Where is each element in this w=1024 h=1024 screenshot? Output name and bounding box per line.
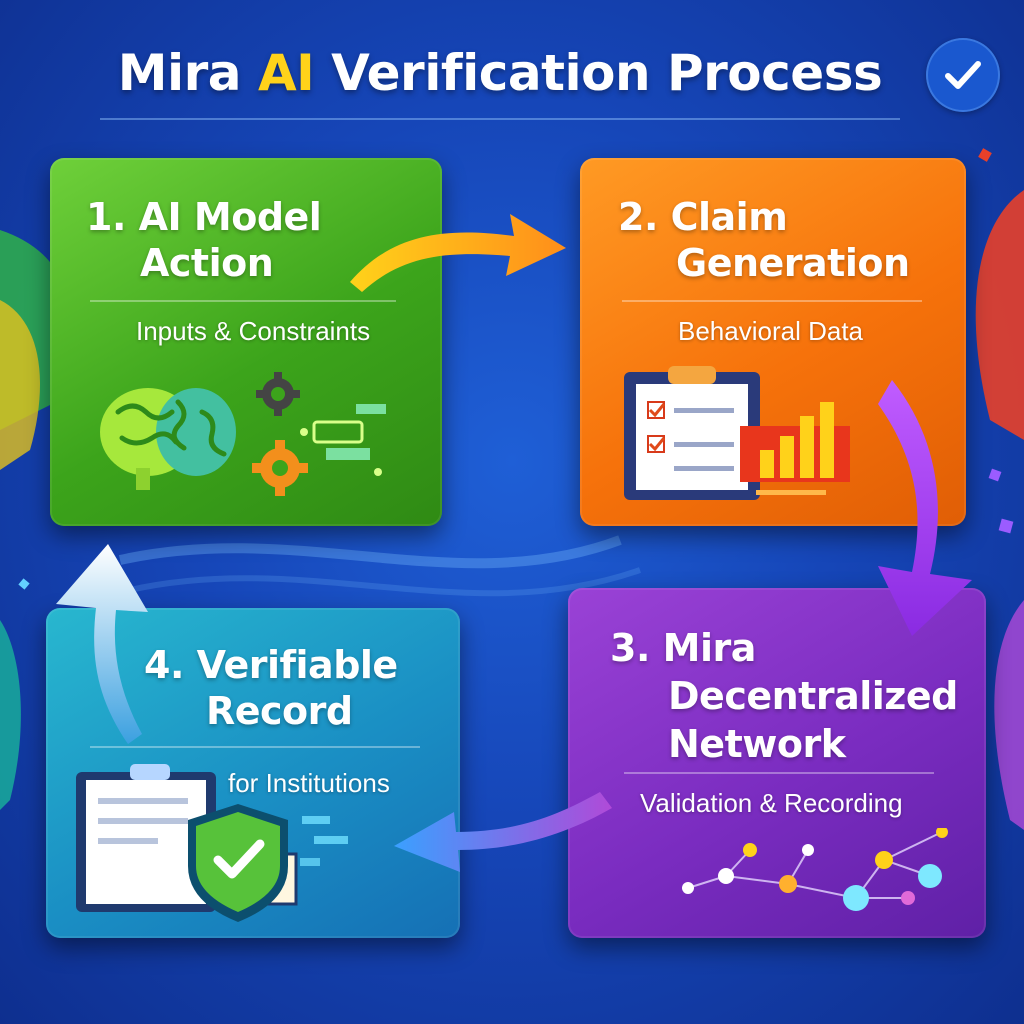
- arrow-step3-to-step4: [394, 792, 612, 872]
- arrow-step2-to-step3: [878, 380, 972, 636]
- arrow-step1-to-step2: [350, 214, 566, 292]
- arrow-step4-to-step1: [56, 544, 148, 744]
